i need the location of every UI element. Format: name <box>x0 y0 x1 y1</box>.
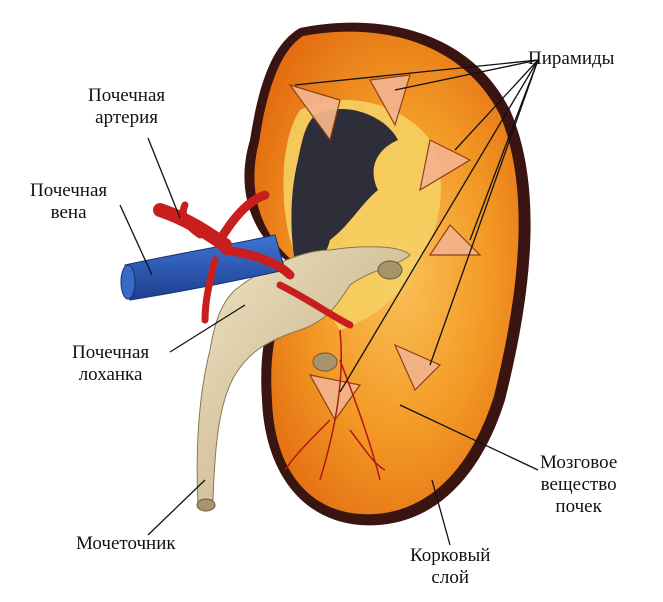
pyramid-6 <box>308 374 362 422</box>
leader-pyramids-3 <box>454 59 539 151</box>
calyx-opening-2 <box>312 352 338 372</box>
label-medulla-line1: Мозговое <box>540 452 618 473</box>
ureter-opening <box>196 498 216 512</box>
artery-branch-3 <box>201 256 219 324</box>
label-renal-vein: Почечная вена <box>30 180 107 224</box>
label-renal-artery-line1: Почечная <box>88 85 166 106</box>
label-pyramids: Пирамиды <box>528 48 615 69</box>
label-medulla-line2: вещество <box>540 474 617 495</box>
leader-pyramids-4 <box>469 59 539 241</box>
label-cortex: Корковый слой <box>410 545 490 589</box>
label-cortex-line2: слой <box>431 567 469 588</box>
vein-opening <box>120 264 136 300</box>
pyramid-5 <box>393 343 442 392</box>
label-medulla-line3: почек <box>555 496 602 517</box>
artery-branch-1 <box>215 190 270 245</box>
label-renal-pelvis-line2: лоханка <box>78 364 143 385</box>
pyramid-4 <box>428 224 482 256</box>
label-ureter: Мочеточник <box>76 533 176 554</box>
label-renal-artery-line2: артерия <box>95 107 158 128</box>
pyramid-3 <box>419 139 472 192</box>
label-medulla: Мозговое вещество почек <box>540 452 617 518</box>
leader-pyramids-2 <box>394 59 539 91</box>
label-renal-vein-line1: Почечная <box>30 180 108 201</box>
pyramid-2 <box>369 74 411 127</box>
renal-sinus-cavity <box>291 109 398 285</box>
leader-pyramids-5 <box>429 59 539 366</box>
leader-artery <box>147 137 181 219</box>
label-renal-vein-line2: вена <box>50 202 87 223</box>
leader-pelvis <box>169 304 246 353</box>
leader-cortex <box>431 479 451 546</box>
calyx-opening-1 <box>377 260 403 280</box>
label-renal-pelvis-line1: Почечная <box>72 342 150 363</box>
artery-branch-5 <box>179 201 204 239</box>
label-renal-artery: Почечная артерия <box>88 85 165 129</box>
renal-artery-group <box>153 190 354 329</box>
label-renal-pelvis: Почечная лоханка <box>72 342 149 386</box>
pyramids-group <box>288 74 482 422</box>
label-cortex-line1: Корковый <box>410 545 491 566</box>
leader-vein <box>119 204 153 276</box>
leader-ureter <box>147 479 206 536</box>
leader-pyramids-1 <box>294 59 539 86</box>
leader-pyramids-6 <box>339 59 539 393</box>
renal-pelvis <box>196 246 411 506</box>
arterioles <box>284 329 386 481</box>
artery-branch-2 <box>220 245 295 280</box>
leader-lines <box>119 59 539 546</box>
pyramid-1 <box>288 83 341 142</box>
leader-medulla <box>399 404 539 471</box>
artery-branch-4 <box>276 281 354 329</box>
